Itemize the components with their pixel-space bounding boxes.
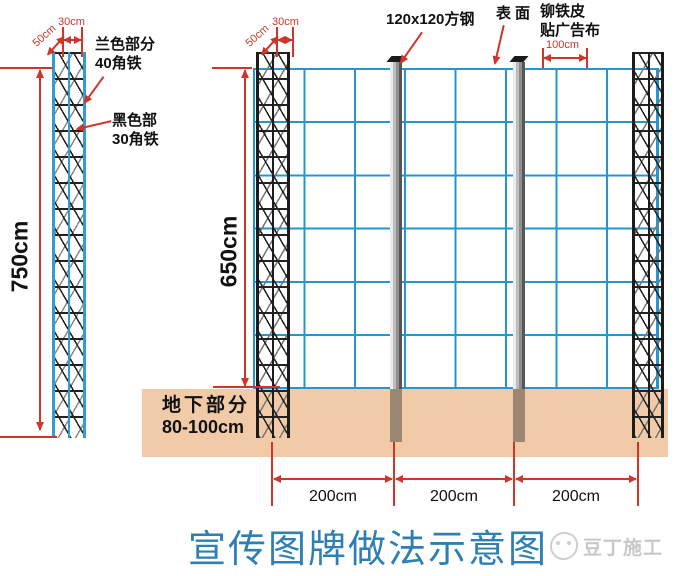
span-dim-arrow-3 [515, 475, 637, 483]
steel-post-1-underground [390, 389, 402, 442]
left-truss-tower [52, 52, 86, 438]
dim-tick [213, 386, 280, 388]
height-dim-line-750 [36, 69, 44, 431]
steel-post-2-underground [513, 389, 525, 442]
width-dim-arrow [63, 36, 82, 44]
surface-callout: 表面 [496, 5, 535, 22]
black-part-callout: 黑色部 30角铁 [112, 112, 159, 150]
cover-callout-line1: 铆铁皮 [540, 3, 586, 20]
black-part-callout-line1: 黑色部 [112, 112, 158, 129]
height-dim-label-650: 650cm [215, 215, 242, 288]
dim-tick [393, 442, 395, 506]
dim-tick [212, 67, 252, 69]
underground-label: 地下部分 80-100cm [162, 395, 250, 438]
billboard-right-truss [632, 52, 664, 438]
dim-tick [637, 442, 639, 506]
watermark: 豆丁施工 [550, 532, 663, 560]
dim-tick [513, 442, 515, 506]
height-dim-line-650 [241, 69, 249, 387]
cover-callout: 铆铁皮 贴广告布 [540, 3, 600, 41]
steel-post-2 [513, 62, 525, 442]
underground-label-line2: 80-100cm [162, 416, 245, 437]
width-dim-label: 30cm [58, 16, 85, 28]
panel-width-label: 100cm [546, 39, 580, 51]
billboard-left-truss [256, 52, 290, 438]
billboard-grid [253, 68, 659, 389]
span-dim-label-1: 200cm [308, 488, 358, 505]
height-dim-label-750: 750cm [6, 220, 33, 293]
width-dim-label: 30cm [272, 16, 299, 28]
dim-tick [586, 48, 588, 68]
cover-callout-line2: 贴广告布 [540, 21, 601, 39]
diagram-title: 宣传图牌做法示意图 [187, 529, 548, 571]
dim-tick [81, 27, 83, 57]
blue-part-callout-line1: 兰色部分 [95, 36, 156, 53]
blue-part-callout: 兰色部分 40角铁 [95, 36, 155, 74]
steel-post-1 [390, 62, 402, 442]
dim-tick [292, 27, 294, 57]
underground-label-line1: 地下部分 [162, 395, 251, 416]
span-dim-label-3: 200cm [551, 488, 601, 505]
surface-callout-arrow [494, 24, 505, 64]
dim-tick [0, 436, 57, 438]
ground-section: 地下部分 80-100cm [142, 389, 668, 457]
span-dim-label-2: 200cm [429, 488, 479, 505]
blue-part-callout-line2: 40角铁 [95, 54, 142, 72]
panel-width-arrow [543, 54, 587, 62]
blue-part-arrow [84, 76, 105, 104]
width-dim-arrow [277, 36, 293, 44]
black-part-callout-line2: 30角铁 [112, 130, 159, 148]
post-callout-arrow [400, 31, 423, 64]
watermark-text: 豆丁施工 [583, 537, 664, 559]
post-callout: 120x120方钢 [386, 11, 475, 28]
span-dim-arrow-1 [273, 475, 393, 483]
span-dim-arrow-2 [395, 475, 513, 483]
docin-mascot-icon [550, 532, 578, 560]
dim-tick [271, 442, 273, 506]
dim-tick [0, 67, 53, 69]
